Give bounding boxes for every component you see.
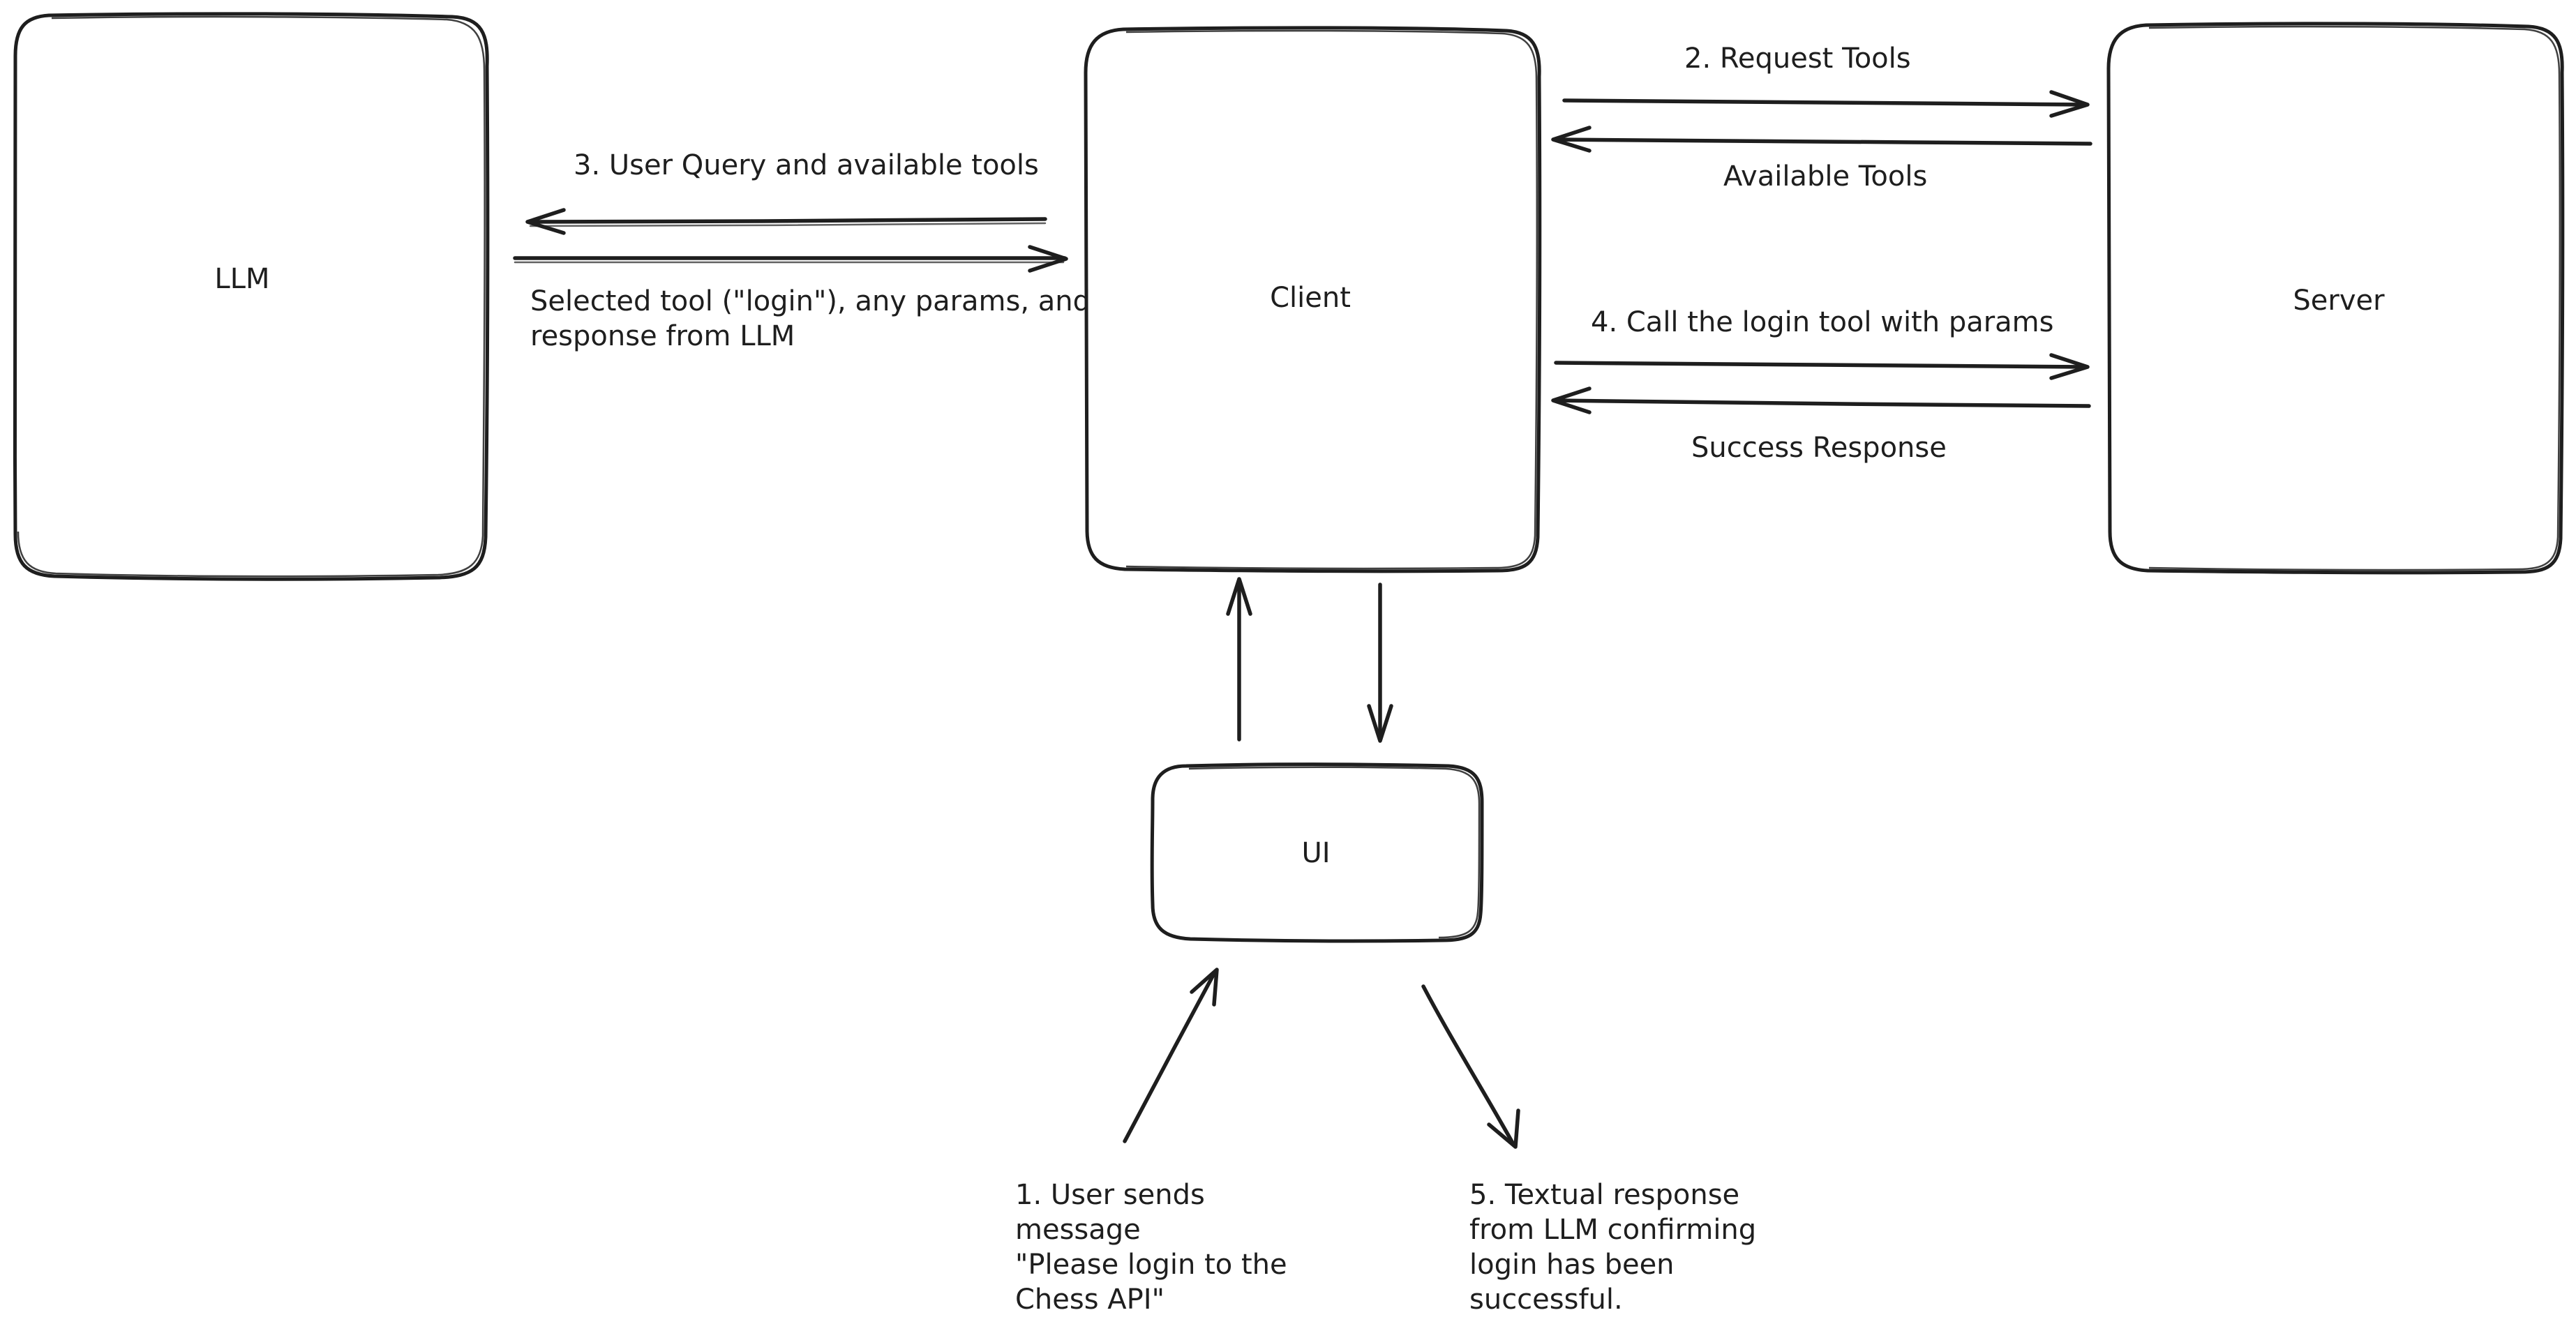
- call-login-arrow: [1554, 353, 2090, 380]
- server-label: Server: [2293, 285, 2385, 317]
- client-box: [1084, 26, 1542, 573]
- user-to-ui-arrow: [1123, 968, 1219, 1143]
- server-node[interactable]: Server: [2106, 22, 2565, 575]
- ui-node[interactable]: UI: [1150, 762, 1484, 943]
- available-tools-label: Available Tools: [1723, 160, 1927, 193]
- ui-to-client-arrow: [1226, 577, 1252, 742]
- selected-tool-arrow: [513, 245, 1068, 273]
- llm-node[interactable]: LLM: [13, 12, 490, 581]
- user-sends-line: "Please login to the: [1015, 1249, 1287, 1281]
- success-response-label: Success Response: [1691, 432, 1947, 464]
- ui-to-user-arrow: [1421, 984, 1520, 1149]
- textual-response-line: 5. Textual response: [1469, 1179, 1739, 1211]
- client-label: Client: [1270, 282, 1351, 314]
- success-response-arrow: [1551, 386, 2091, 414]
- selected-tool-label: Selected tool ("login"), any params, and…: [530, 285, 1100, 352]
- client-node[interactable]: Client: [1084, 26, 1542, 573]
- textual-response-label: 5. Textual response from LLM confirming …: [1469, 1179, 1765, 1316]
- textual-response-line: from LLM confirming: [1469, 1214, 1756, 1246]
- selected-tool-line: Selected tool ("login"), any params, and: [530, 285, 1091, 317]
- request-tools-arrow: [1562, 90, 2090, 118]
- server-box: [2106, 22, 2565, 575]
- user-query-label: 3. User Query and available tools: [574, 149, 1039, 181]
- textual-response-line: login has been: [1469, 1249, 1675, 1281]
- ui-label: UI: [1301, 837, 1330, 869]
- textual-response-line: successful.: [1469, 1284, 1623, 1316]
- user-sends-label: 1. User sends message "Please login to t…: [1015, 1179, 1296, 1316]
- user-sends-line: 1. User sends: [1015, 1179, 1205, 1211]
- user-sends-line: Chess API": [1015, 1284, 1165, 1316]
- user-query-arrow: [525, 208, 1047, 235]
- call-login-label: 4. Call the login tool with params: [1591, 306, 2053, 338]
- llm-label: LLM: [214, 263, 269, 295]
- client-to-ui-arrow: [1367, 582, 1393, 743]
- ui-box: [1150, 762, 1484, 943]
- selected-tool-line: response from LLM: [530, 320, 795, 352]
- llm-box: [13, 12, 490, 581]
- request-tools-label: 2. Request Tools: [1684, 43, 1911, 75]
- available-tools-arrow: [1551, 126, 2092, 153]
- user-sends-line: message: [1015, 1214, 1141, 1246]
